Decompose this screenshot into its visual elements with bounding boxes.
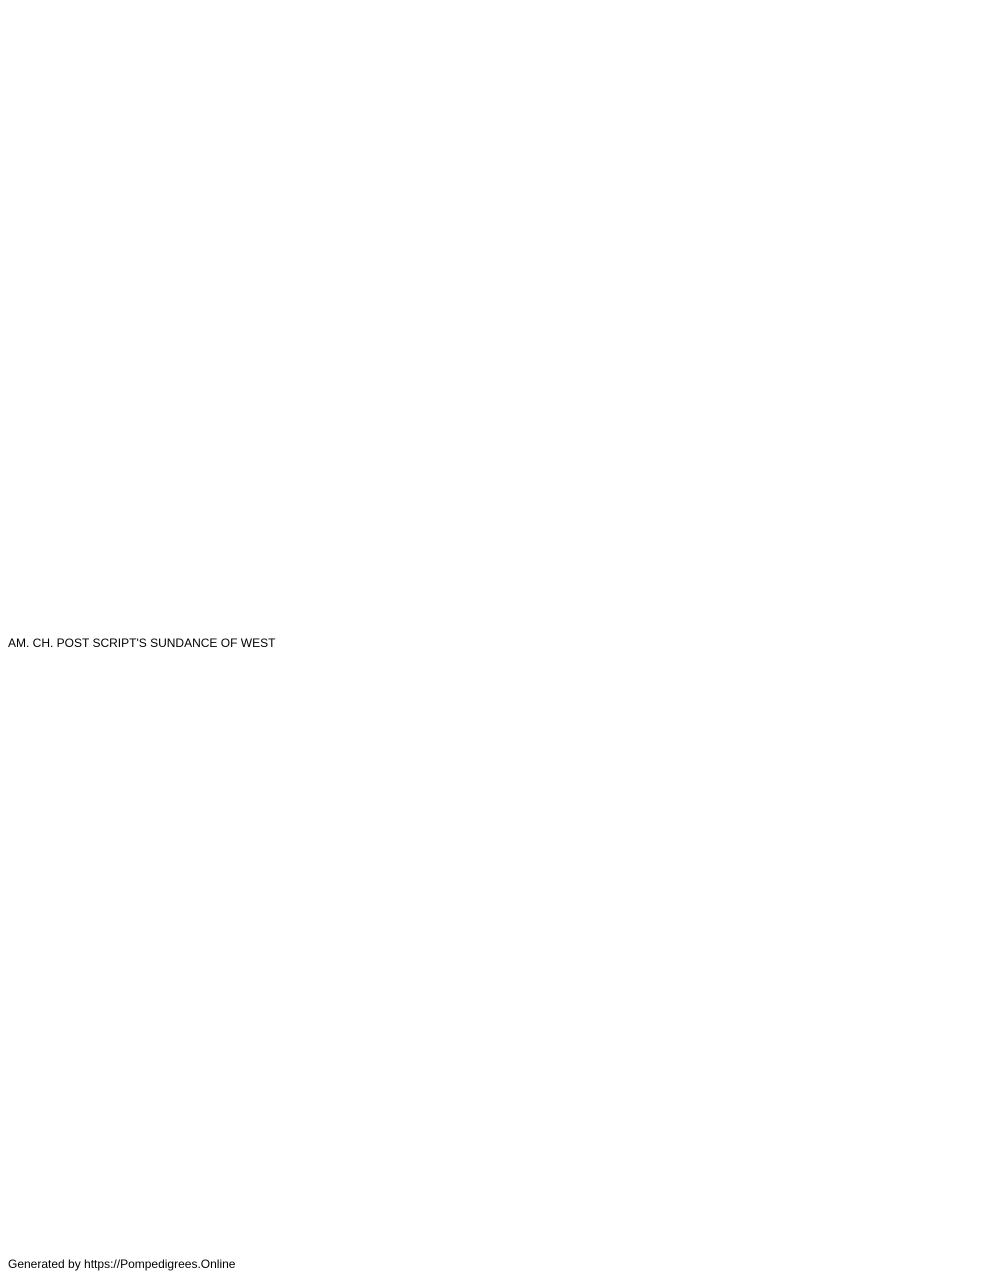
footer-credit: Generated by https://Pompedigrees.Online	[8, 1257, 236, 1271]
subject-dog-name: AM. CH. POST SCRIPT'S SUNDANCE OF WEST	[8, 636, 277, 650]
